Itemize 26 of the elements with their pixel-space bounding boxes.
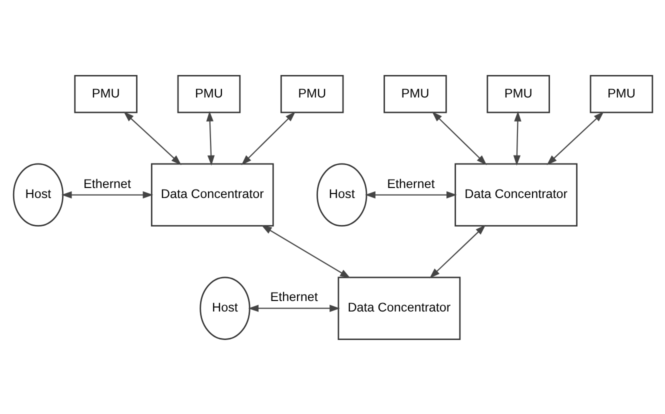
node-box: PMU: [74, 74, 137, 113]
arrow: [60, 190, 153, 198]
node-box: Data Concentrator: [454, 162, 577, 226]
node-ellipse: Host: [12, 162, 64, 226]
node-ellipse: Host: [316, 162, 367, 226]
edge-label: Ethernet: [270, 290, 318, 304]
node-box: PMU: [383, 74, 446, 113]
arrow: [240, 111, 295, 165]
arrow: [123, 111, 181, 165]
edge-label: Ethernet: [386, 176, 434, 190]
arrow: [429, 224, 486, 278]
node-box: PMU: [486, 74, 550, 113]
arrow: [546, 111, 604, 165]
node-box: PMU: [176, 74, 240, 113]
node-box: PMU: [280, 74, 344, 113]
arrow: [364, 190, 456, 198]
node-box: PMU: [589, 74, 653, 113]
arrow: [260, 224, 350, 278]
arrow: [206, 110, 214, 166]
node-ellipse: Host: [199, 276, 250, 340]
arrow: [248, 304, 340, 312]
node-box: Data Concentrator: [150, 162, 274, 226]
arrow: [512, 110, 521, 166]
edge-label: Ethernet: [82, 176, 131, 190]
arrow: [432, 111, 486, 165]
node-box: Data Concentrator: [337, 276, 460, 340]
